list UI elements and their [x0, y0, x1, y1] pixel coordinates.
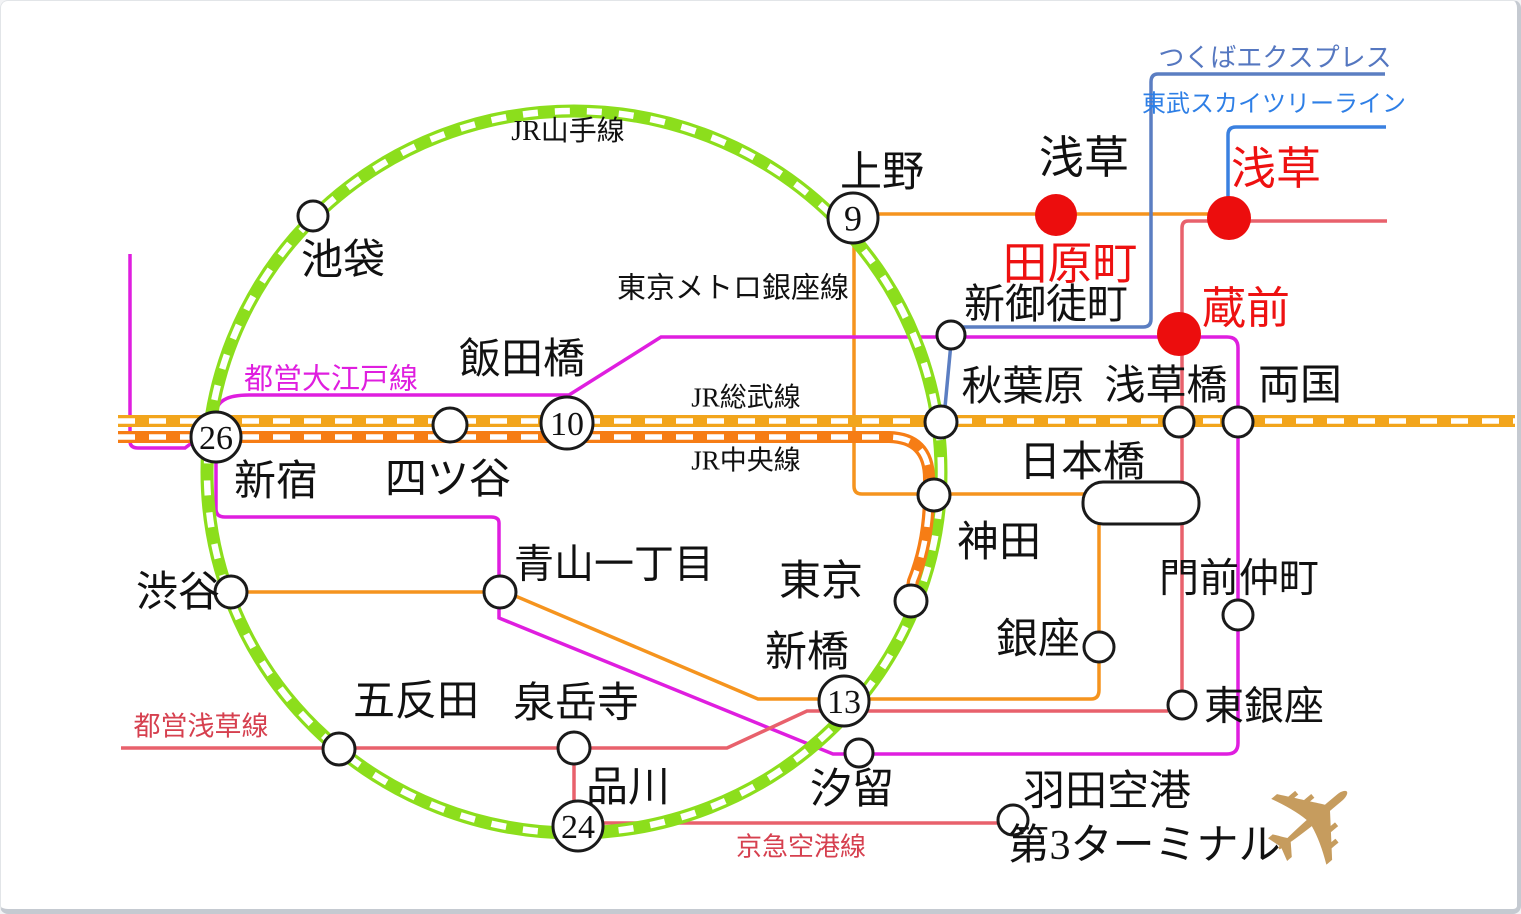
station-label-ikebukuro: 池袋 [301, 238, 385, 284]
tobu-skytree-label: 東武スカイツリーライン [1142, 91, 1406, 118]
minutes-badge-number-shimbashi: 13 [827, 684, 861, 721]
station-label-iidabashi: 飯田橋 [459, 336, 585, 383]
interchange-box-nihombashi [1081, 480, 1201, 526]
station-label-shinjuku: 新宿 [234, 458, 318, 505]
highlight-station-marker-tawaramachi [1035, 194, 1077, 236]
station-marker-tokyo [893, 583, 929, 619]
decoration-layer: ✈ [1227, 734, 1400, 912]
station-marker-haneda-airport-terminal3 [996, 803, 1030, 837]
station-label-shin-okachimachi: 新御徒町 [964, 281, 1128, 327]
station-label-nihombashi: 日本橋 [1019, 440, 1145, 486]
minutes-badge-number-shinjuku: 26 [199, 420, 233, 457]
station-marker-akihabara [923, 404, 959, 440]
station-label-asakusa-tx: 浅草 [1039, 133, 1129, 183]
station-label-shiodome: 汐留 [810, 767, 894, 813]
yamanote-line-ties [203, 107, 945, 837]
station-marker-aoyama-itchome [482, 574, 518, 610]
keikyu-airport-label: 京急空港線 [736, 832, 866, 861]
station-label-ueno: 上野 [840, 150, 924, 196]
station-label-shibuya: 渋谷 [136, 570, 220, 616]
minutes-badge-number-shinagawa: 24 [561, 809, 595, 846]
station-marker-ryogoku [1221, 405, 1255, 439]
station-label-tawaramachi: 田原町 [1002, 239, 1137, 289]
station-label-asakusabashi: 浅草橋 [1105, 362, 1228, 408]
station-marker-ikebukuro [296, 199, 330, 233]
tsukuba-express-line [959, 72, 1385, 329]
station-label-aoyama-itchome: 青山一丁目 [514, 541, 714, 586]
station-marker-shibuya [213, 574, 249, 610]
minutes-badge-shinagawa [551, 799, 605, 853]
station-marker-gotanda [321, 731, 357, 767]
tsukuba-express-line [943, 342, 953, 408]
station-label-yotsuya: 四ツ谷 [385, 457, 511, 503]
minutes-badge-iidabashi [539, 395, 595, 451]
station-marker-ginza [1082, 630, 1116, 664]
station-label-higashi-ginza: 東銀座 [1204, 683, 1324, 728]
jr-sobu-label: JR総武線 [691, 383, 801, 413]
station-marker-monzen-nakacho [1221, 598, 1255, 632]
station-label-tokyo: 東京 [779, 558, 863, 605]
minutes-badge-shimbashi [817, 674, 871, 728]
station-marker-asakusabashi [1162, 405, 1196, 439]
station-marker-shiodome [843, 737, 875, 769]
station-label-shimbashi: 新橋 [765, 630, 849, 676]
station-label-monzen-nakacho: 門前仲町 [1159, 555, 1319, 600]
station-marker-kanda [916, 477, 952, 513]
station-label-kuramae: 蔵前 [1202, 284, 1290, 333]
station-label-shinagawa: 品川 [586, 765, 670, 811]
ginza-line-north [852, 243, 1085, 496]
jr-yamanote-label: JR山手線 [511, 115, 625, 147]
toei-asakusa-label: 都営浅草線 [134, 712, 269, 742]
station-markers-layer: 9 10 26 13 24 [189, 191, 1255, 853]
asakusa-line [121, 709, 1168, 750]
minutes-badge-shinjuku [189, 410, 243, 464]
highlight-station-marker-kuramae [1157, 312, 1201, 356]
airplane-icon: ✈ [1227, 734, 1400, 912]
station-label-haneda-airport-terminal3-2: 第3ターミナル [1007, 823, 1280, 869]
station-label-ryogoku: 両国 [1258, 363, 1342, 409]
minutes-badge-ueno [826, 191, 880, 245]
minutes-badge-number-iidabashi: 10 [550, 406, 584, 443]
station-label-sengakuji: 泉岳寺 [513, 681, 639, 727]
highlight-station-marker-asakusa [1207, 196, 1251, 240]
toei-oedo-label: 都営大江戸線 [244, 362, 418, 395]
station-marker-yotsuya [431, 406, 469, 444]
station-label-gotanda: 五反田 [353, 679, 479, 725]
tokyo-metro-ginza-label: 東京メトロ銀座線 [617, 271, 849, 304]
station-label-kanda: 神田 [957, 520, 1041, 566]
labels-layer: 池袋上野浅草田原町浅草蔵前新御徒町飯田橋新宿四ツ谷秋葉原浅草橋両国神田日本橋東京… [134, 43, 1407, 869]
tobu-skytree-line [1226, 125, 1386, 198]
station-label-akihabara: 秋葉原 [962, 363, 1085, 409]
minutes-badge-number-ueno: 9 [844, 199, 862, 239]
station-marker-higashi-ginza [1166, 689, 1198, 721]
station-label-asakusa: 浅草 [1231, 144, 1321, 194]
station-label-ginza: 銀座 [996, 616, 1080, 663]
jr-chuo-label: JR中央線 [691, 446, 801, 476]
station-marker-shin-okachimachi [935, 319, 967, 351]
oedo-line [214, 335, 1240, 756]
station-label-haneda-airport-terminal3: 羽田空港 [1023, 768, 1191, 815]
asakusa-line [1180, 219, 1387, 699]
station-marker-sengakuji [556, 730, 592, 766]
tsukuba-express-label: つくばエクスプレス [1158, 43, 1391, 72]
